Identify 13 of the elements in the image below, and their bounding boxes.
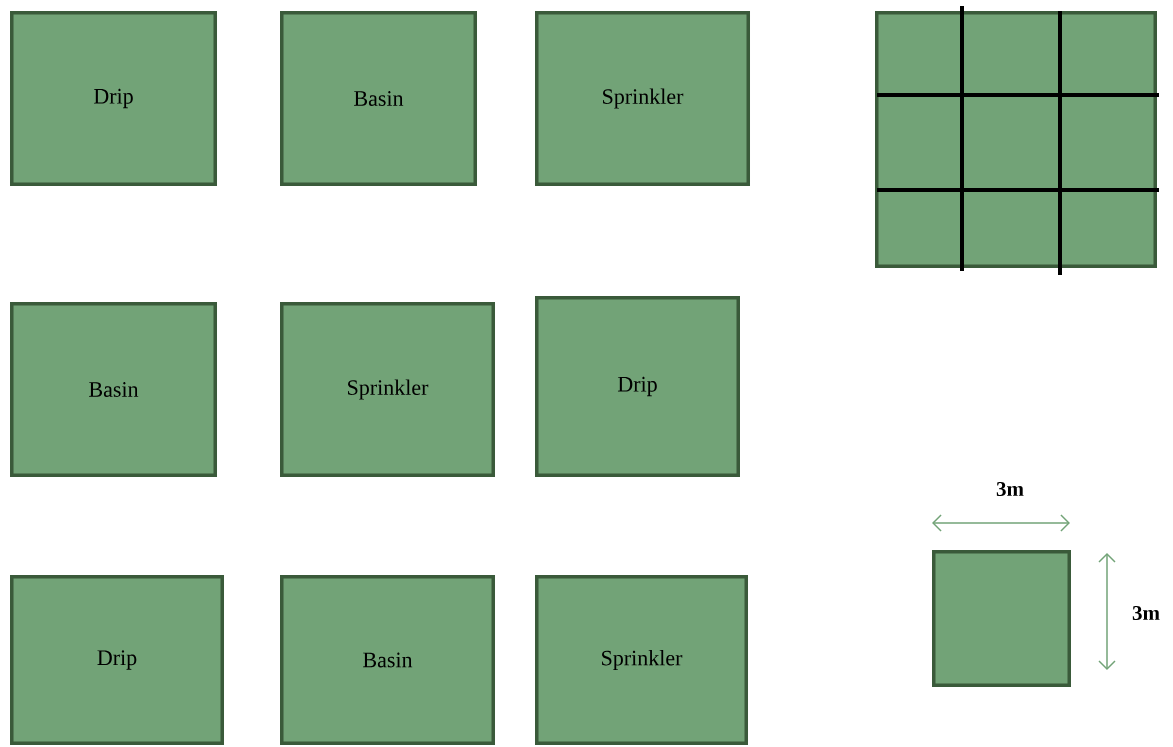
plot-box: Sprinkler	[535, 11, 750, 186]
plot-box: Sprinkler	[280, 302, 495, 477]
dimension-label: 3m	[996, 481, 1024, 497]
plot-box: Basin	[10, 302, 217, 477]
plot-box: Basin	[280, 11, 477, 186]
plot-box: Drip	[10, 575, 224, 745]
plot-box: Basin	[280, 575, 495, 745]
plot-box: Drip	[535, 296, 740, 477]
plot-box: Drip	[10, 11, 217, 186]
plot-box	[875, 11, 1157, 268]
plot-box: Sprinkler	[535, 575, 748, 745]
dimension-label: 3m	[1132, 605, 1160, 621]
plot-box	[932, 550, 1071, 687]
